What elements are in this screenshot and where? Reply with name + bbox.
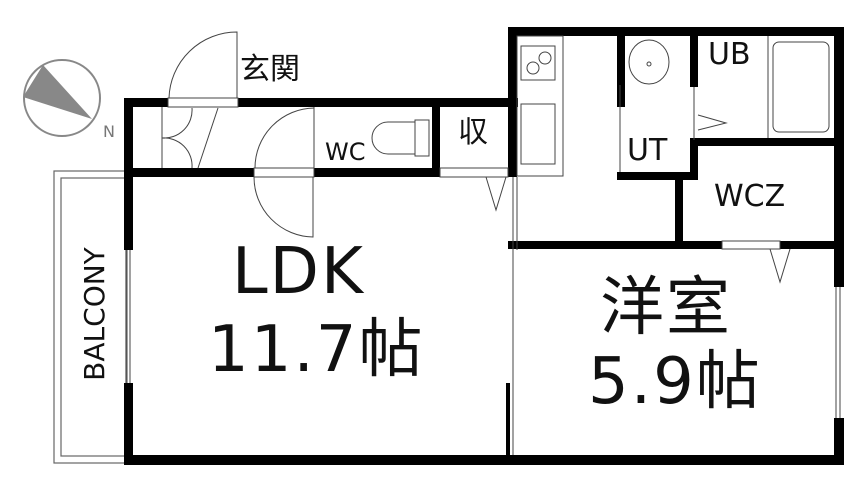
wcz-label: WCZ — [714, 179, 786, 214]
genkan-label: 玄関 — [240, 52, 300, 87]
compass-icon — [23, 59, 101, 137]
ldk-size-label: 11.7帖 — [208, 313, 425, 387]
compass-north-label: N — [103, 122, 115, 141]
walls — [124, 27, 844, 465]
western-room-size-label: 5.9帖 — [588, 345, 762, 419]
wc-label: WC — [325, 138, 366, 166]
western-room-name-label: 洋室 — [600, 271, 732, 345]
balcony-label: BALCONY — [78, 247, 111, 381]
fixtures — [126, 31, 841, 455]
balcony-outline — [53, 170, 127, 464]
ut-label: UT — [627, 133, 668, 168]
storage-label: 収 — [458, 115, 488, 150]
ldk-name-label: LDK — [232, 235, 365, 309]
ub-label: UB — [708, 37, 751, 72]
